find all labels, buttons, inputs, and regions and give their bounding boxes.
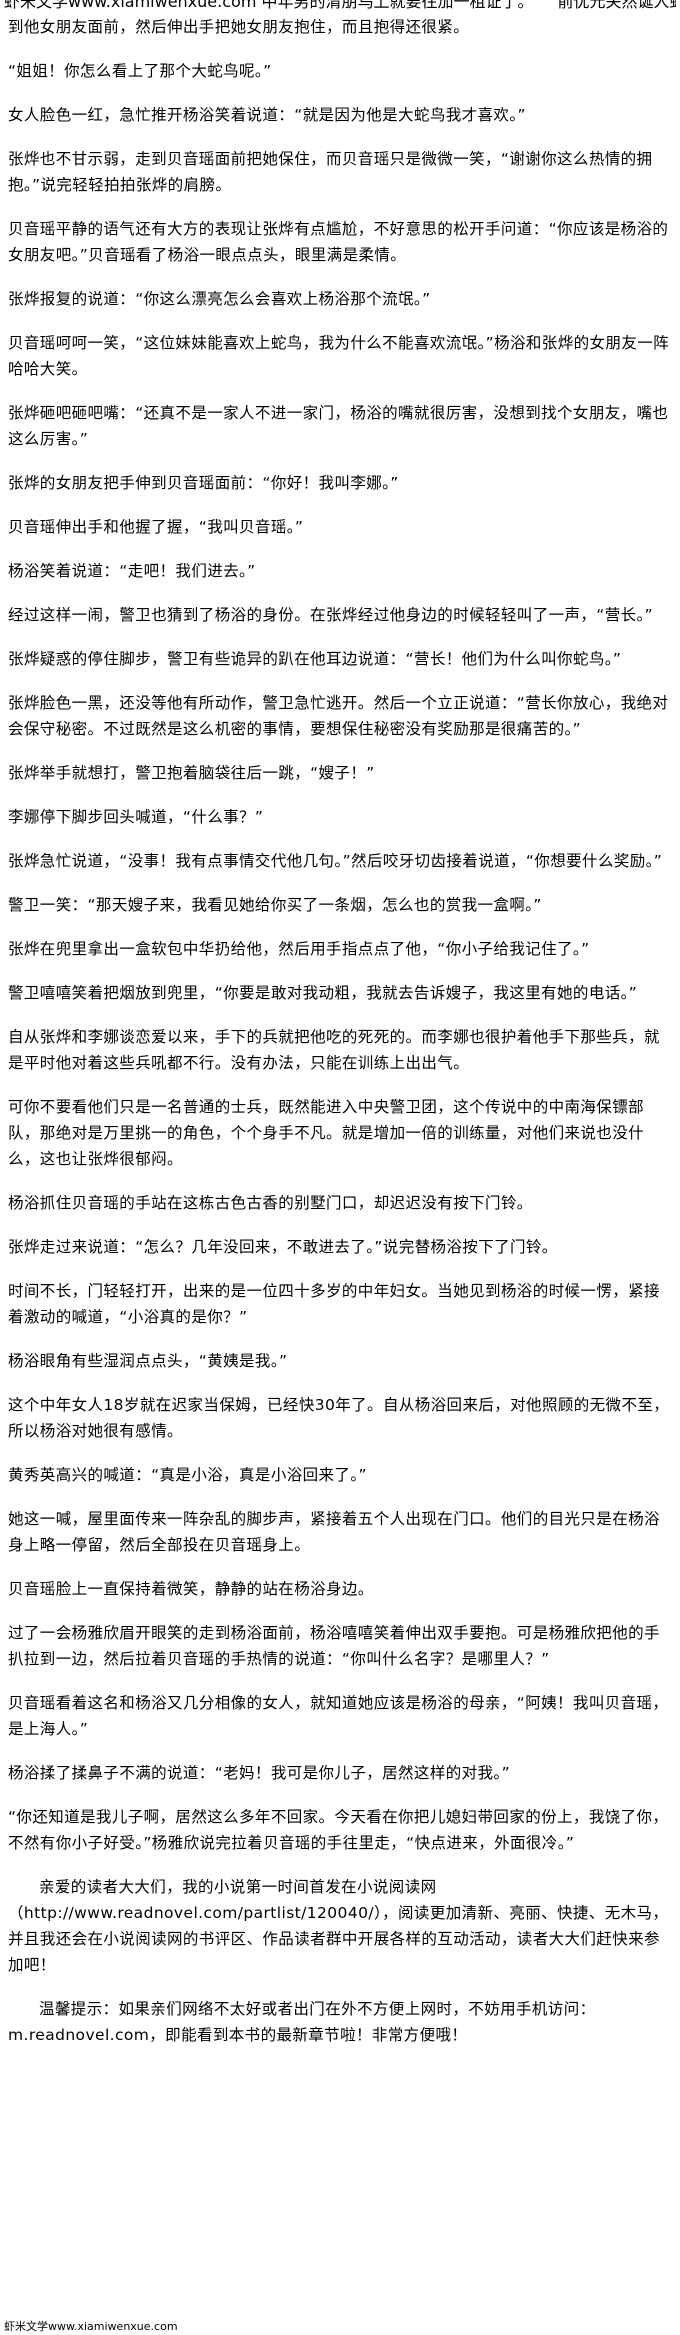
paragraph: 张烨脸色一黑，还没等他有所动作，警卫急忙逃开。然后一个立正说道：“营长你放心，我… — [8, 694, 669, 738]
paragraph: 贝音瑶脸上一直保持着微笑，静静的站在杨浴身边。 — [8, 1580, 374, 1598]
paragraph: 张烨疑惑的停住脚步，警卫有些诡异的趴在他耳边说道：“营长！他们为什么叫你蛇鸟。” — [8, 650, 622, 668]
paragraph: 张烨砸吧砸吧嘴：“还真不是一家人不进一家门，杨浴的嘴就很厉害，没想到找个女朋友，… — [8, 404, 669, 448]
reader-notice: 亲爱的读者大大们，我的小说第一时间首发在小说阅读网（http://www.rea… — [8, 1878, 669, 1974]
paragraph: 这个中年女人18岁就在迟家当保姆，已经快30年了。自从杨浴回来后，对他照顾的无微… — [8, 1396, 670, 1440]
article-body: 到他女朋友面前，然后伸出手把她女朋友抱住，而且抱得还很紧。 “姐姐！你怎么看上了… — [8, 14, 672, 2066]
paragraph: 自从张烨和李娜谈恋爱以来，手下的兵就把他吃的死死的。而李娜也很护着他手下那些兵，… — [8, 1028, 660, 1072]
paragraph: 黄秀英高兴的喊道：“真是小浴，真是小浴回来了。” — [8, 1466, 367, 1484]
paragraph: 经过这样一闹，警卫也猜到了杨浴的身份。在张烨经过他身边的时候轻轻叫了一声，“营长… — [8, 606, 654, 624]
paragraph: “姐姐！你怎么看上了那个大蛇鸟呢。” — [8, 62, 272, 80]
paragraph: 警卫嘻嘻笑着把烟放到兜里，“你要是敢对我动粗，我就去告诉嫂子，我这里有她的电话。… — [8, 984, 638, 1002]
paragraph: 女人脸色一红，急忙推开杨浴笑着说道：“就是因为他是大蛇鸟我才喜欢。” — [8, 106, 526, 124]
paragraph: 张烨走过来说道：“怎么？几年没回来，不敢进去了。”说完替杨浴按下了门铃。 — [8, 1238, 558, 1256]
paragraph: 杨浴揉了揉鼻子不满的说道：“老妈！我可是你儿子，居然这样的对我。” — [8, 1764, 511, 1782]
paragraph: 警卫一笑：“那天嫂子来，我看见她给你买了一条烟，怎么也的赏我一盒啊。” — [8, 896, 542, 914]
paragraph: 张烨急忙说道，“没事！我有点事情交代他几句。”然后咬牙切齿接着说道，“你想要什么… — [8, 852, 663, 870]
paragraph: 贝音瑶伸出手和他握了握，“我叫贝音瑶。” — [8, 518, 304, 536]
paragraph: 可你不要看他们只是一名普通的士兵，既然能进入中央警卫团，这个传说中的中南海保镖部… — [8, 1098, 645, 1168]
cut-off-top-line: 虾米文学www.xiamiwenxue.com 中年男的清朋乌上就要往加一租证了… — [4, 0, 676, 11]
paragraph: 杨浴笑着说道：“走吧！我们进去。” — [8, 562, 256, 580]
paragraph: 张烨报复的说道：“你这么漂亮怎么会喜欢上杨浴那个流氓。” — [8, 290, 431, 308]
paragraph: 她这一喊，屋里面传来一阵杂乱的脚步声，紧接着五个人出现在门口。他们的目光只是在杨… — [8, 1510, 660, 1554]
paragraph: 贝音瑶平静的语气还有大方的表现让张烨有点尴尬，不好意思的松开手问道：“你应该是杨… — [8, 220, 669, 264]
paragraph: 时间不长，门轻轻打开，出来的是一位四十多岁的中年妇女。当她见到杨浴的时候一愣，紧… — [8, 1282, 660, 1326]
paragraph: “你还知道是我儿子啊，居然这么多年不回家。今天看在你把儿媳妇带回家的份上，我饶了… — [8, 1808, 669, 1852]
paragraph: 到他女朋友面前，然后伸出手把她女朋友抱住，而且抱得还很紧。 — [8, 18, 470, 36]
paragraph: 张烨的女朋友把手伸到贝音瑶面前：“你好！我叫李娜。” — [8, 474, 399, 492]
paragraph: 杨浴眼角有些湿润点点头，“黄姨是我。” — [8, 1352, 288, 1370]
paragraph: 过了一会杨雅欣眉开眼笑的走到杨浴面前，杨浴嘻嘻笑着伸出双手要抱。可是杨雅欣把他的… — [8, 1624, 660, 1668]
mobile-tip: 温馨提示：如果亲们网络不太好或者出门在外不方便上网时，不妨用手机访问：m.rea… — [8, 2000, 596, 2044]
paragraph: 张烨举手就想打，警卫抱着脑袋往后一跳，“嫂子！” — [8, 764, 375, 782]
paragraph: 杨浴抓住贝音瑶的手站在这栋古色古香的别墅门口，却迟迟没有按下门铃。 — [8, 1194, 533, 1212]
paragraph: 贝音瑶看着这名和杨浴又几分相像的女人，就知道她应该是杨浴的母亲，“阿姨！我叫贝音… — [8, 1694, 669, 1738]
paragraph: 张烨在兜里拿出一盒软包中华扔给他，然后用手指点点了他，“你小子给我记住了。” — [8, 940, 590, 958]
site-watermark: 虾米文学www.xiamiwenxue.com — [4, 2320, 178, 2333]
paragraph: 贝音瑶呵呵一笑，“这位妹妹能喜欢上蛇鸟，我为什么不能喜欢流氓。”杨浴和张烨的女朋… — [8, 334, 670, 378]
paragraph: 李娜停下脚步回头喊道，“什么事？” — [8, 808, 264, 826]
paragraph: 张烨也不甘示弱，走到贝音瑶面前把她保住，而贝音瑶只是微微一笑，“谢谢你这么热情的… — [8, 150, 653, 194]
